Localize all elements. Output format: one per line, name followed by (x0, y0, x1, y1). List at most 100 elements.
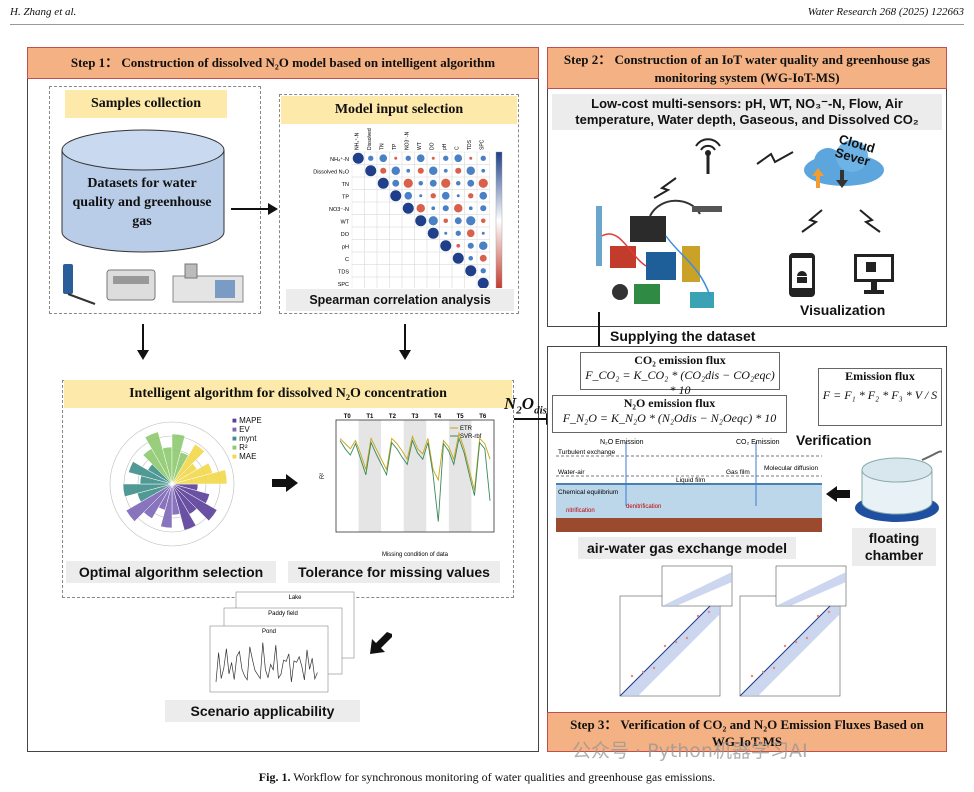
segment-band (448, 420, 472, 532)
heatmap-glyph (481, 231, 485, 235)
thick-arrow-right-icon (272, 474, 298, 492)
heatmap-glyph (352, 152, 364, 164)
heatmap-glyph (466, 166, 475, 175)
heatmap-glyph (429, 179, 437, 187)
heatmap-glyph (454, 204, 463, 213)
heatmap-glyph (390, 190, 402, 202)
segment-band (403, 420, 427, 532)
n2o-emission-text: N₂O Emission (600, 439, 644, 446)
signal-bolt-icon (859, 209, 881, 233)
segment-label: T2 (389, 414, 397, 420)
heatmap-cell (364, 239, 378, 253)
heatmap-cell (351, 189, 365, 203)
arrow-n2o-to-step3 (514, 418, 550, 420)
scatter-point (750, 674, 754, 678)
y-axis-label: R² (320, 473, 326, 479)
gas-exchange-schematic: N₂O Emission CO₂ Emission Turbulent exch… (556, 439, 822, 532)
thick-arrow-diagonal-icon (370, 632, 392, 654)
samples-collection-label: Samples collection (65, 90, 227, 118)
heatmap-glyph (443, 168, 448, 173)
heatmap-cell (351, 201, 365, 215)
heatmap-glyph (418, 180, 424, 186)
arrow-samples-to-model (231, 208, 273, 210)
scatter-point (641, 670, 645, 674)
heatmap-row-label: NO3⁻-N (329, 207, 349, 213)
heatmap-glyph (394, 156, 398, 160)
turbulent-text: Turbulent exchange (558, 449, 616, 456)
radar-wedge (128, 461, 173, 485)
heatmap-glyph (465, 265, 477, 277)
heatmap-col-label: TP (392, 143, 398, 150)
heatmap-row-label: DO (341, 232, 350, 238)
heatmap-cell (364, 189, 378, 203)
segment-label: T1 (366, 414, 374, 420)
segment-label: T4 (434, 414, 442, 420)
heatmap-glyph (479, 241, 488, 250)
heatmap-cell (351, 276, 365, 288)
heatmap-glyph (427, 227, 439, 239)
denitrification-text: denitrification (626, 504, 661, 510)
heatmap-cell (364, 176, 378, 190)
heatmap-glyph (478, 178, 488, 188)
heatmap-cell (351, 264, 365, 278)
legend-item: mynt (239, 434, 257, 443)
heatmap-cell (376, 214, 390, 228)
emission-flux-equation: F = F₁ * F₂ * F₃ * V / S (822, 388, 938, 402)
legend-item: EV (239, 425, 250, 434)
heatmap-cell (351, 214, 365, 228)
heatmap-glyph (469, 156, 473, 160)
verification-scatter-plots (619, 565, 847, 697)
co2-flux-title: CO₂ emission flux (634, 353, 726, 367)
heatmap-glyph (416, 204, 425, 213)
heatmap-glyph (380, 167, 387, 174)
heatmap-cell (401, 214, 415, 228)
molecular-text: Molecular diffusion (764, 465, 818, 472)
heatmap-cell (351, 226, 365, 240)
step1-title: Step 1： Construction of dissolved N₂O mo… (27, 47, 539, 79)
heatmap-glyph (377, 177, 389, 189)
heatmap-glyph (480, 155, 486, 161)
heatmap-cell (376, 189, 390, 203)
fit-line (739, 595, 841, 697)
confidence-band (662, 572, 732, 606)
heatmap-cell (376, 226, 390, 240)
heatmap-cell (376, 276, 390, 288)
heatmap-col-label: pH (442, 143, 448, 150)
heatmap-cell (389, 276, 403, 288)
heatmap-glyph (480, 268, 486, 274)
segment-label: T0 (344, 414, 352, 420)
heatmap-cell (364, 214, 378, 228)
heatmap-cell (414, 276, 428, 288)
heatmap-cell (451, 264, 465, 278)
heatmap-col-label: SPC (479, 139, 485, 150)
emission-flux-title: Emission flux (845, 369, 915, 383)
heatmap-glyph (456, 243, 461, 248)
heatmap-cell (389, 201, 403, 215)
heatmap-glyph (392, 179, 400, 187)
heatmap-glyph (431, 156, 435, 160)
watermark: 公众号 · Python机器学习AI (572, 740, 808, 762)
iot-sensor-hardware-icon (596, 199, 722, 308)
scenario-label: Scenario applicability (165, 700, 360, 722)
heatmap-cell (426, 276, 440, 288)
heatmap-cell (351, 251, 365, 265)
radar-wedge (171, 469, 228, 485)
fit-line (619, 595, 721, 697)
arrowhead-down-icon (137, 350, 149, 360)
co2-emission-text: CO₂ Emission (736, 439, 780, 446)
scatter-point (663, 644, 667, 648)
heatmap-row-label: pH (342, 244, 349, 250)
heatmap-col-label: DO (429, 142, 435, 150)
co2-flux-formula: CO₂ emission flux F_CO₂ = K_CO₂ * (CO₂di… (580, 352, 780, 397)
heatmap-row-label: NH₄⁺-N (330, 156, 349, 163)
scatter-point (685, 636, 689, 640)
intelligent-algorithm-label: Intelligent algorithm for dissolved N₂O … (64, 380, 512, 408)
x-axis-label: Missing condition of data (382, 552, 449, 558)
heatmap-glyph (440, 240, 452, 252)
heatmap-glyph (443, 155, 449, 161)
heatmap-glyph (406, 168, 411, 173)
scenario-series (215, 642, 318, 683)
heatmap-cell (439, 251, 453, 265)
heatmap-glyph (455, 230, 461, 236)
